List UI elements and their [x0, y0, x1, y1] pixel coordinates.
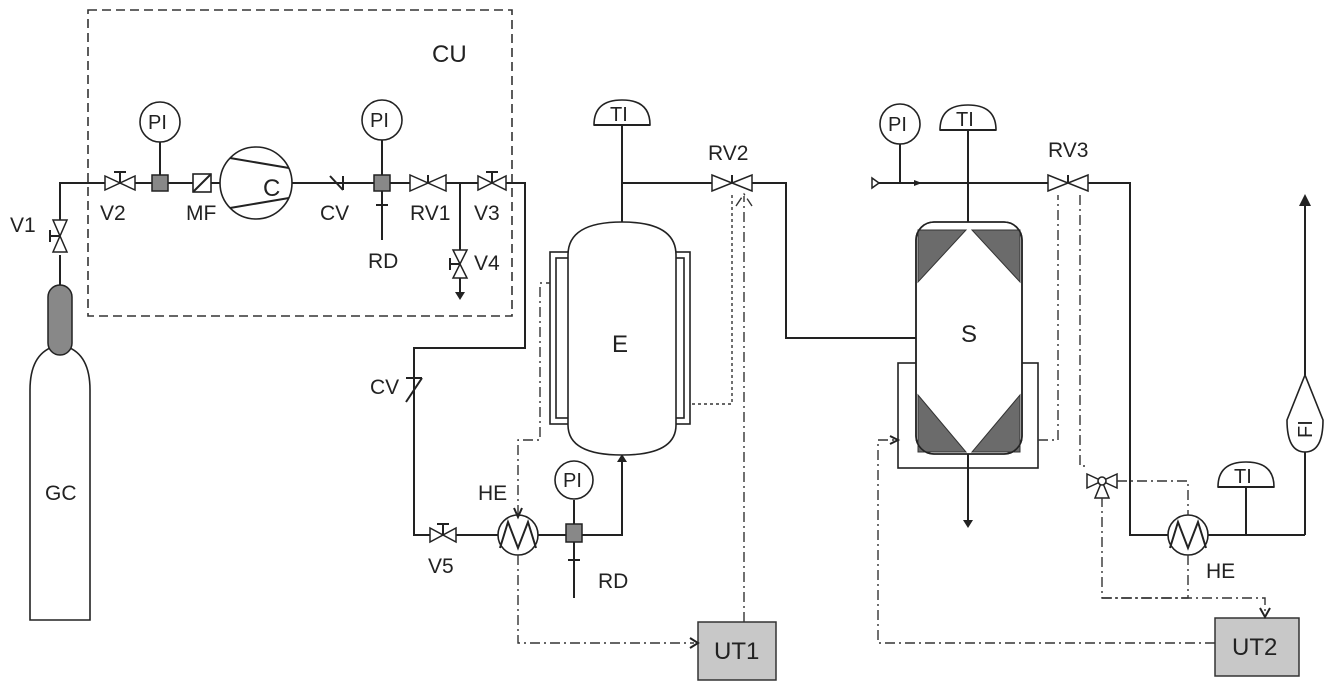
control-unit-boundary: [87, 9, 513, 317]
valve-v2-label: V2: [100, 202, 126, 225]
pipe-e-to-s: [752, 182, 918, 339]
rupture-disc-top-label: RD: [368, 250, 398, 273]
compressor-label: C: [263, 175, 280, 202]
regulating-valve-rv3: [1047, 173, 1089, 193]
pressure-indicator-4-label: PI: [888, 114, 907, 136]
pressure-sensor-3: [565, 523, 583, 543]
temperature-indicator-2-label: TI: [956, 109, 974, 131]
utility-unit-ut1-label: UT1: [714, 638, 759, 665]
three-way-valve: [1086, 472, 1118, 499]
ut2-loop-separator: [877, 439, 1215, 644]
pressure-indicator-2-label: PI: [370, 110, 389, 132]
heat-exchanger-left: [497, 514, 539, 556]
flow-indicator: [1286, 372, 1324, 453]
separator-vessel: [897, 221, 1039, 469]
check-valve-top-label: CV: [320, 202, 349, 225]
valve-v3-label: V3: [474, 202, 500, 225]
valve-v4: [449, 183, 469, 300]
heat-exchanger-right-label: HE: [1206, 560, 1235, 583]
temperature-indicator-1-label: TI: [610, 104, 628, 126]
check-valve-left: [405, 370, 423, 410]
ut1-loop-he: [517, 555, 694, 644]
regulating-valve-rv2-label: RV2: [708, 142, 748, 165]
pressure-sensor-1: [151, 174, 169, 192]
regulating-valve-rv1-label: RV1: [410, 202, 450, 225]
temperature-indicator-1: [593, 99, 651, 126]
valve-v3: [477, 171, 507, 192]
flow-indicator-label: FI: [1295, 420, 1317, 438]
utility-unit-ut2-label: UT2: [1232, 634, 1277, 661]
regulating-valve-rv1: [409, 173, 447, 193]
mass-flow-meter: [192, 173, 212, 193]
check-valve-top: [325, 175, 345, 191]
heat-exchanger-right: [1167, 514, 1209, 556]
pipe-cu-outlet: [413, 182, 526, 370]
temperature-indicator-3-label: TI: [1234, 466, 1252, 488]
ut2-loop-he: [1117, 480, 1189, 515]
heat-exchanger-left-label: HE: [478, 482, 507, 505]
pressure-indicator-2: [361, 99, 403, 141]
extractor-vessel: [549, 221, 691, 456]
gas-cylinder: [29, 284, 91, 621]
regulating-valve-rv3-label: RV3: [1048, 139, 1088, 162]
pressure-indicator-1: [139, 101, 181, 143]
check-valve-left-label: CV: [370, 376, 399, 399]
gas-cylinder-label: GC: [45, 482, 77, 505]
pipe-cylinder-to-cu: [59, 182, 105, 220]
rupture-disc-bottom-label: RD: [598, 570, 628, 593]
valve-v5: [429, 523, 457, 544]
regulating-valve-rv2: [711, 173, 753, 193]
pressure-sensor-2: [373, 174, 391, 192]
control-unit-label: CU: [432, 41, 467, 68]
utility-unit-ut1: [697, 621, 777, 681]
extractor-label: E: [612, 331, 628, 358]
valve-v2: [104, 171, 136, 192]
compressor: [219, 146, 293, 220]
pressure-indicator-3: [554, 460, 594, 500]
pressure-indicator-1-label: PI: [148, 112, 167, 134]
valve-v1: [49, 219, 69, 285]
temperature-indicator-3: [1217, 461, 1275, 488]
pressure-indicator-3-label: PI: [563, 470, 582, 492]
valve-v5-label: V5: [428, 555, 454, 578]
utility-unit-ut2: [1214, 617, 1300, 677]
valve-v1-label: V1: [10, 214, 36, 237]
temperature-indicator-2: [939, 104, 997, 131]
mass-flow-label: MF: [186, 202, 216, 225]
valve-v4-label: V4: [474, 252, 500, 275]
separator-label: S: [961, 321, 977, 348]
